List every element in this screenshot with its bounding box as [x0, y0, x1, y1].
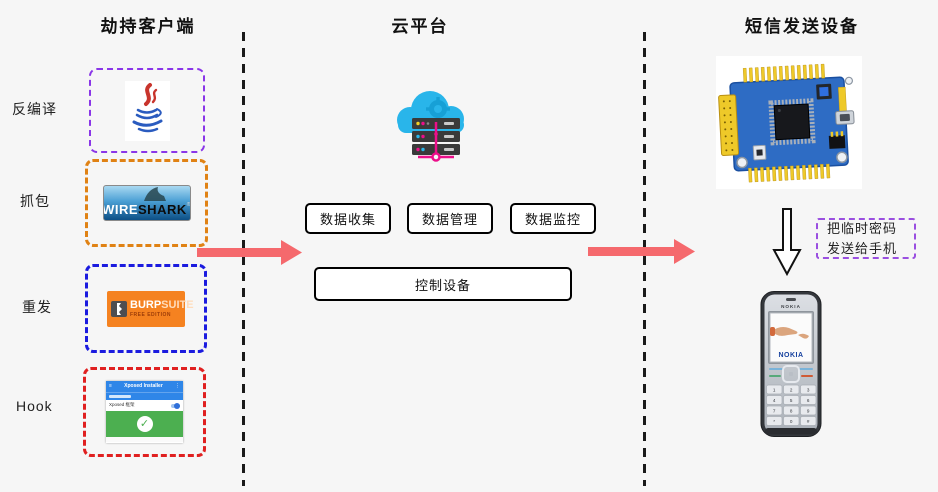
burpsuite-tool-box: BURPSUITE FREE EDITION — [85, 264, 207, 353]
dev-board-image — [716, 56, 862, 189]
toggle-knob — [174, 402, 180, 409]
key-7: 7 — [773, 409, 776, 414]
wireshark-wordmark-shark: SHARK — [138, 202, 187, 217]
screen-hands-graphic — [770, 327, 809, 339]
xposed-screenshot: ≡ Xposed Installer ⋮ Xposed 框架 ✓ — [106, 381, 183, 443]
cloud-server-icon — [397, 91, 464, 162]
xposed-footer-strip — [106, 437, 183, 442]
kebab-menu-icon: ⋮ — [175, 383, 180, 389]
annotation-temp-password: 把临时密码 发送给手机 — [816, 218, 916, 259]
hamburger-icon: ≡ — [109, 383, 112, 389]
registered-mark: ® — [187, 202, 190, 208]
phone-chin — [765, 428, 817, 435]
key-4: 4 — [773, 398, 776, 403]
key-3: 3 — [807, 388, 810, 393]
key-2: 2 — [790, 388, 793, 393]
shark-fin-icon — [143, 187, 166, 201]
key-8: 8 — [790, 409, 793, 414]
earpiece-slot — [786, 298, 796, 301]
flow-arrow-client-to-cloud — [197, 240, 302, 265]
suite-text: SUITE — [161, 298, 194, 311]
burpsuite-logo: BURPSUITE FREE EDITION — [107, 290, 194, 327]
cloud-column-title: 云平台 — [391, 17, 449, 36]
burpsuite-wordmark: BURPSUITE FREE EDITION — [130, 298, 194, 318]
status-text-bar — [109, 395, 131, 398]
column-divider-left — [242, 32, 245, 486]
wireshark-wordmark: WIRESHARK® — [102, 202, 190, 217]
key-5: 5 — [790, 398, 793, 403]
xposed-app-bar: ≡ Xposed Installer ⋮ — [106, 381, 183, 392]
column-divider-right — [643, 32, 646, 486]
label-hook: Hook — [16, 398, 53, 414]
client-column-title: 劫持客户端 — [100, 17, 196, 36]
key-6: 6 — [807, 398, 810, 403]
box-data-monitor: 数据监控 — [510, 203, 596, 234]
box-control-device: 控制设备 — [314, 267, 572, 301]
dpad — [782, 365, 800, 383]
softkey-row — [769, 368, 813, 377]
java-tool-box — [89, 68, 205, 153]
java-logo-icon — [124, 80, 170, 141]
xposed-active-panel: ✓ — [106, 411, 183, 437]
wireshark-wordmark-wire: WIRE — [102, 202, 139, 217]
sms-column-title: 短信发送设备 — [745, 17, 859, 36]
down-arrow-icon — [772, 208, 802, 276]
xposed-framework-row: Xposed 框架 — [106, 400, 183, 411]
annotation-line-2: 发送给手机 — [827, 240, 898, 256]
wireshark-logo: WIRESHARK® — [102, 185, 191, 221]
key-star: * — [773, 419, 775, 424]
xposed-framework-label: Xposed 框架 — [109, 402, 135, 408]
label-packet-capture: 抓包 — [20, 193, 50, 209]
annotation-line-1: 把临时密码 — [827, 221, 898, 236]
check-circle-icon: ✓ — [136, 416, 153, 432]
toggle-icon — [171, 402, 180, 409]
key-1: 1 — [773, 388, 776, 393]
xposed-tool-box: ≡ Xposed Installer ⋮ Xposed 框架 ✓ — [83, 367, 206, 457]
key-0: 0 — [790, 419, 793, 424]
burp-text: BURP — [130, 298, 162, 311]
xposed-app-title: Xposed Installer — [124, 383, 163, 389]
key-hash: # — [807, 419, 810, 424]
wireshark-tool-box: WIRESHARK® — [85, 159, 208, 247]
burp-edition-text: FREE EDITION — [130, 311, 172, 318]
label-decompile: 反编译 — [12, 101, 57, 117]
screen-nokia-logo: NOKIA — [778, 352, 803, 359]
phone-brand-top: NOKIA — [781, 304, 801, 309]
xposed-status-strip — [106, 392, 183, 400]
box-data-collect: 数据收集 — [305, 203, 391, 234]
burpsuite-face-icon — [111, 300, 127, 317]
label-replay: 重发 — [22, 299, 52, 315]
keypad: 1 2 3 4 5 6 7 8 9 * 0 # — [766, 384, 817, 426]
check-icon: ✓ — [139, 417, 150, 430]
nokia-phone-image: NOKIA NOKIA 1 2 3 — [760, 291, 822, 437]
flow-arrow-cloud-to-sms — [588, 239, 695, 264]
key-9: 9 — [807, 409, 810, 414]
box-data-manage: 数据管理 — [407, 203, 493, 234]
